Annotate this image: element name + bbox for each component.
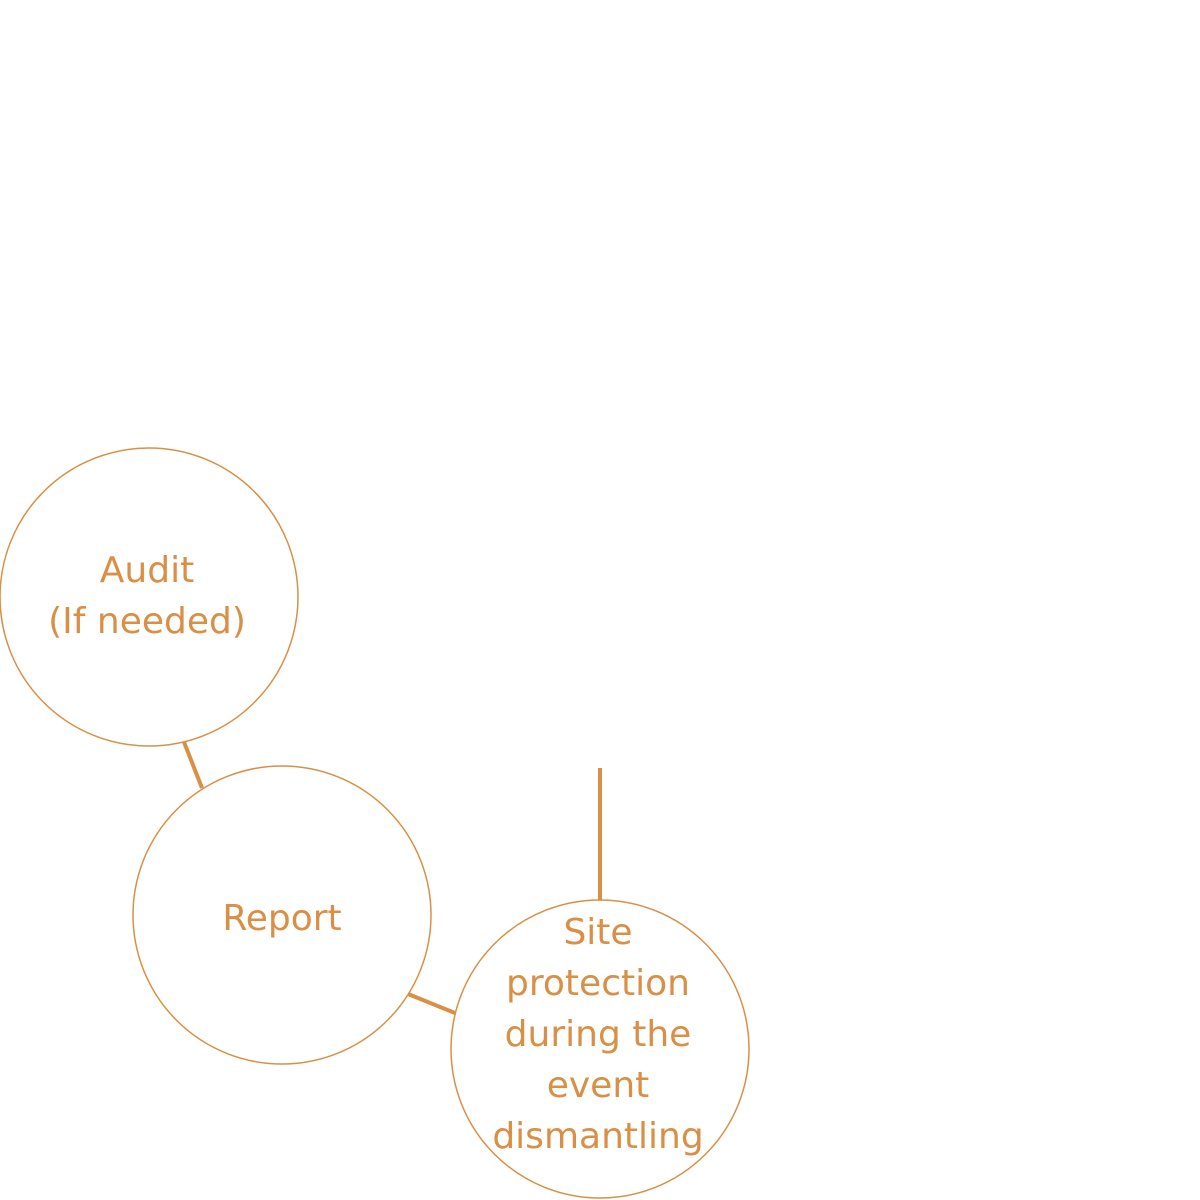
node-site-protection-label-line-2: protection <box>506 963 690 1004</box>
node-report: Report <box>132 765 432 1065</box>
node-report-label-line-1: Report <box>222 898 341 939</box>
node-site-protection-label-line-3: during the <box>505 1014 692 1055</box>
connector-report-site-protection <box>407 992 456 1015</box>
connector-audit-report <box>182 741 204 789</box>
node-audit-circle <box>0 447 299 747</box>
node-audit-label-line-2: (If needed) <box>48 601 246 642</box>
node-site-protection-label-line-1: Site <box>563 912 632 953</box>
node-site-protection-label-line-4: event <box>547 1065 650 1106</box>
node-audit: Audit (If needed) <box>0 447 299 747</box>
node-site-protection-label-line-5: dismantling <box>492 1116 703 1157</box>
node-site-protection-circle <box>450 899 750 1199</box>
node-site-protection: Site protection during the event dismant… <box>450 899 750 1199</box>
node-report-circle <box>132 765 432 1065</box>
node-audit-label-line-1: Audit <box>100 550 194 591</box>
